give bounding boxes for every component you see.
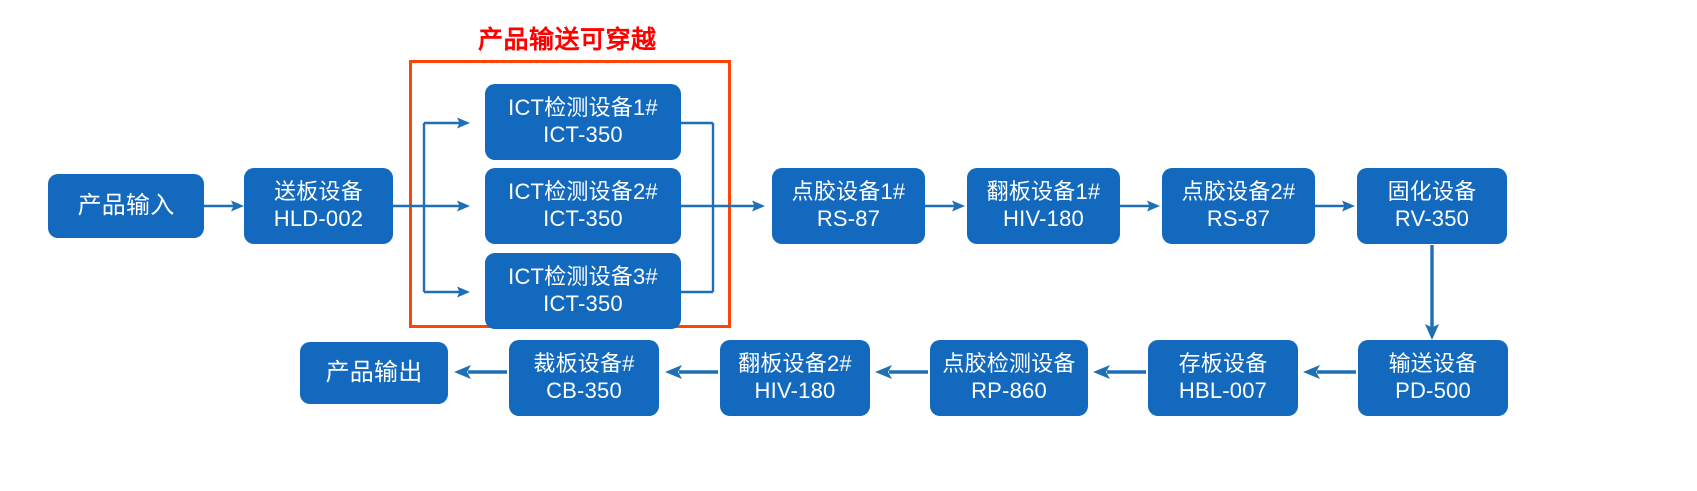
- node-dispense-1[interactable]: 点胶设备1# RS-87: [772, 168, 925, 244]
- node-dispense-1-line1: 点胶设备1#: [791, 179, 906, 205]
- node-flip-1-line2: HIV-180: [1003, 206, 1084, 231]
- node-ict-3[interactable]: ICT检测设备3# ICT-350: [485, 253, 681, 329]
- node-glue-inspect[interactable]: 点胶检测设备 RP-860: [930, 340, 1088, 416]
- node-flip-1-line1: 翻板设备1#: [986, 179, 1101, 205]
- arrow-conveyor-to-storage: [1303, 365, 1356, 379]
- node-router-line1: 裁板设备#: [533, 351, 635, 377]
- node-ict-1-line1: ICT检测设备1#: [508, 95, 658, 121]
- node-ict-2-line1: ICT检测设备2#: [508, 179, 658, 205]
- node-dispense-2-line1: 点胶设备2#: [1181, 179, 1296, 205]
- ict-group-annotation-label: 产品输送可穿越: [478, 26, 657, 54]
- arrow-glue-inspect-to-flip2: [875, 365, 928, 379]
- node-ict-2[interactable]: ICT检测设备2# ICT-350: [485, 168, 681, 244]
- node-router[interactable]: 裁板设备# CB-350: [509, 340, 659, 416]
- arrow-input-to-loader: [204, 200, 244, 212]
- node-dispense-2-line2: RS-87: [1206, 206, 1271, 231]
- node-flip-2-line1: 翻板设备2#: [738, 351, 852, 377]
- node-flip-2-line2: HIV-180: [754, 378, 836, 403]
- node-curing-line2: RV-350: [1394, 206, 1470, 231]
- node-product-output[interactable]: 产品输出: [300, 342, 448, 404]
- node-glue-inspect-line2: RP-860: [971, 378, 1047, 403]
- node-product-input[interactable]: 产品输入: [48, 174, 204, 238]
- node-router-line2: CB-350: [546, 378, 622, 403]
- node-glue-inspect-line1: 点胶检测设备: [942, 351, 1076, 377]
- arrow-flip1-to-dispense2: [1120, 200, 1160, 212]
- arrow-router-to-output: [454, 365, 507, 379]
- node-ict-2-line2: ICT-350: [543, 206, 623, 231]
- node-flip-2[interactable]: 翻板设备2# HIV-180: [720, 340, 870, 416]
- node-loader-line2: HLD-002: [273, 206, 364, 231]
- node-storage[interactable]: 存板设备 HBL-007: [1148, 340, 1298, 416]
- arrow-flip2-to-router: [665, 365, 718, 379]
- node-ict-3-line2: ICT-350: [543, 291, 623, 316]
- node-storage-line2: HBL-007: [1178, 378, 1268, 403]
- node-dispense-2[interactable]: 点胶设备2# RS-87: [1162, 168, 1315, 244]
- node-curing-line1: 固化设备: [1387, 179, 1477, 205]
- node-dispense-1-line2: RS-87: [816, 206, 881, 231]
- node-flip-1[interactable]: 翻板设备1# HIV-180: [967, 168, 1120, 244]
- node-conveyor[interactable]: 输送设备 PD-500: [1358, 340, 1508, 416]
- node-curing[interactable]: 固化设备 RV-350: [1357, 168, 1507, 244]
- node-conveyor-line1: 输送设备: [1388, 351, 1478, 377]
- node-loader[interactable]: 送板设备 HLD-002: [244, 168, 393, 244]
- node-ict-1[interactable]: ICT检测设备1# ICT-350: [485, 84, 681, 160]
- node-ict-1-line2: ICT-350: [543, 122, 623, 147]
- node-conveyor-line2: PD-500: [1395, 378, 1471, 403]
- arrow-storage-to-glue-inspect: [1093, 365, 1146, 379]
- arrow-curing-to-conveyor: [1425, 245, 1439, 340]
- arrow-dispense2-to-curing: [1315, 200, 1355, 212]
- node-loader-line1: 送板设备: [274, 179, 363, 205]
- node-product-output-line1: 产品输出: [325, 359, 423, 387]
- node-ict-3-line1: ICT检测设备3#: [508, 264, 658, 290]
- node-product-input-line1: 产品输入: [77, 192, 175, 220]
- node-storage-line1: 存板设备: [1178, 351, 1268, 377]
- arrow-dispense1-to-flip1: [925, 200, 965, 212]
